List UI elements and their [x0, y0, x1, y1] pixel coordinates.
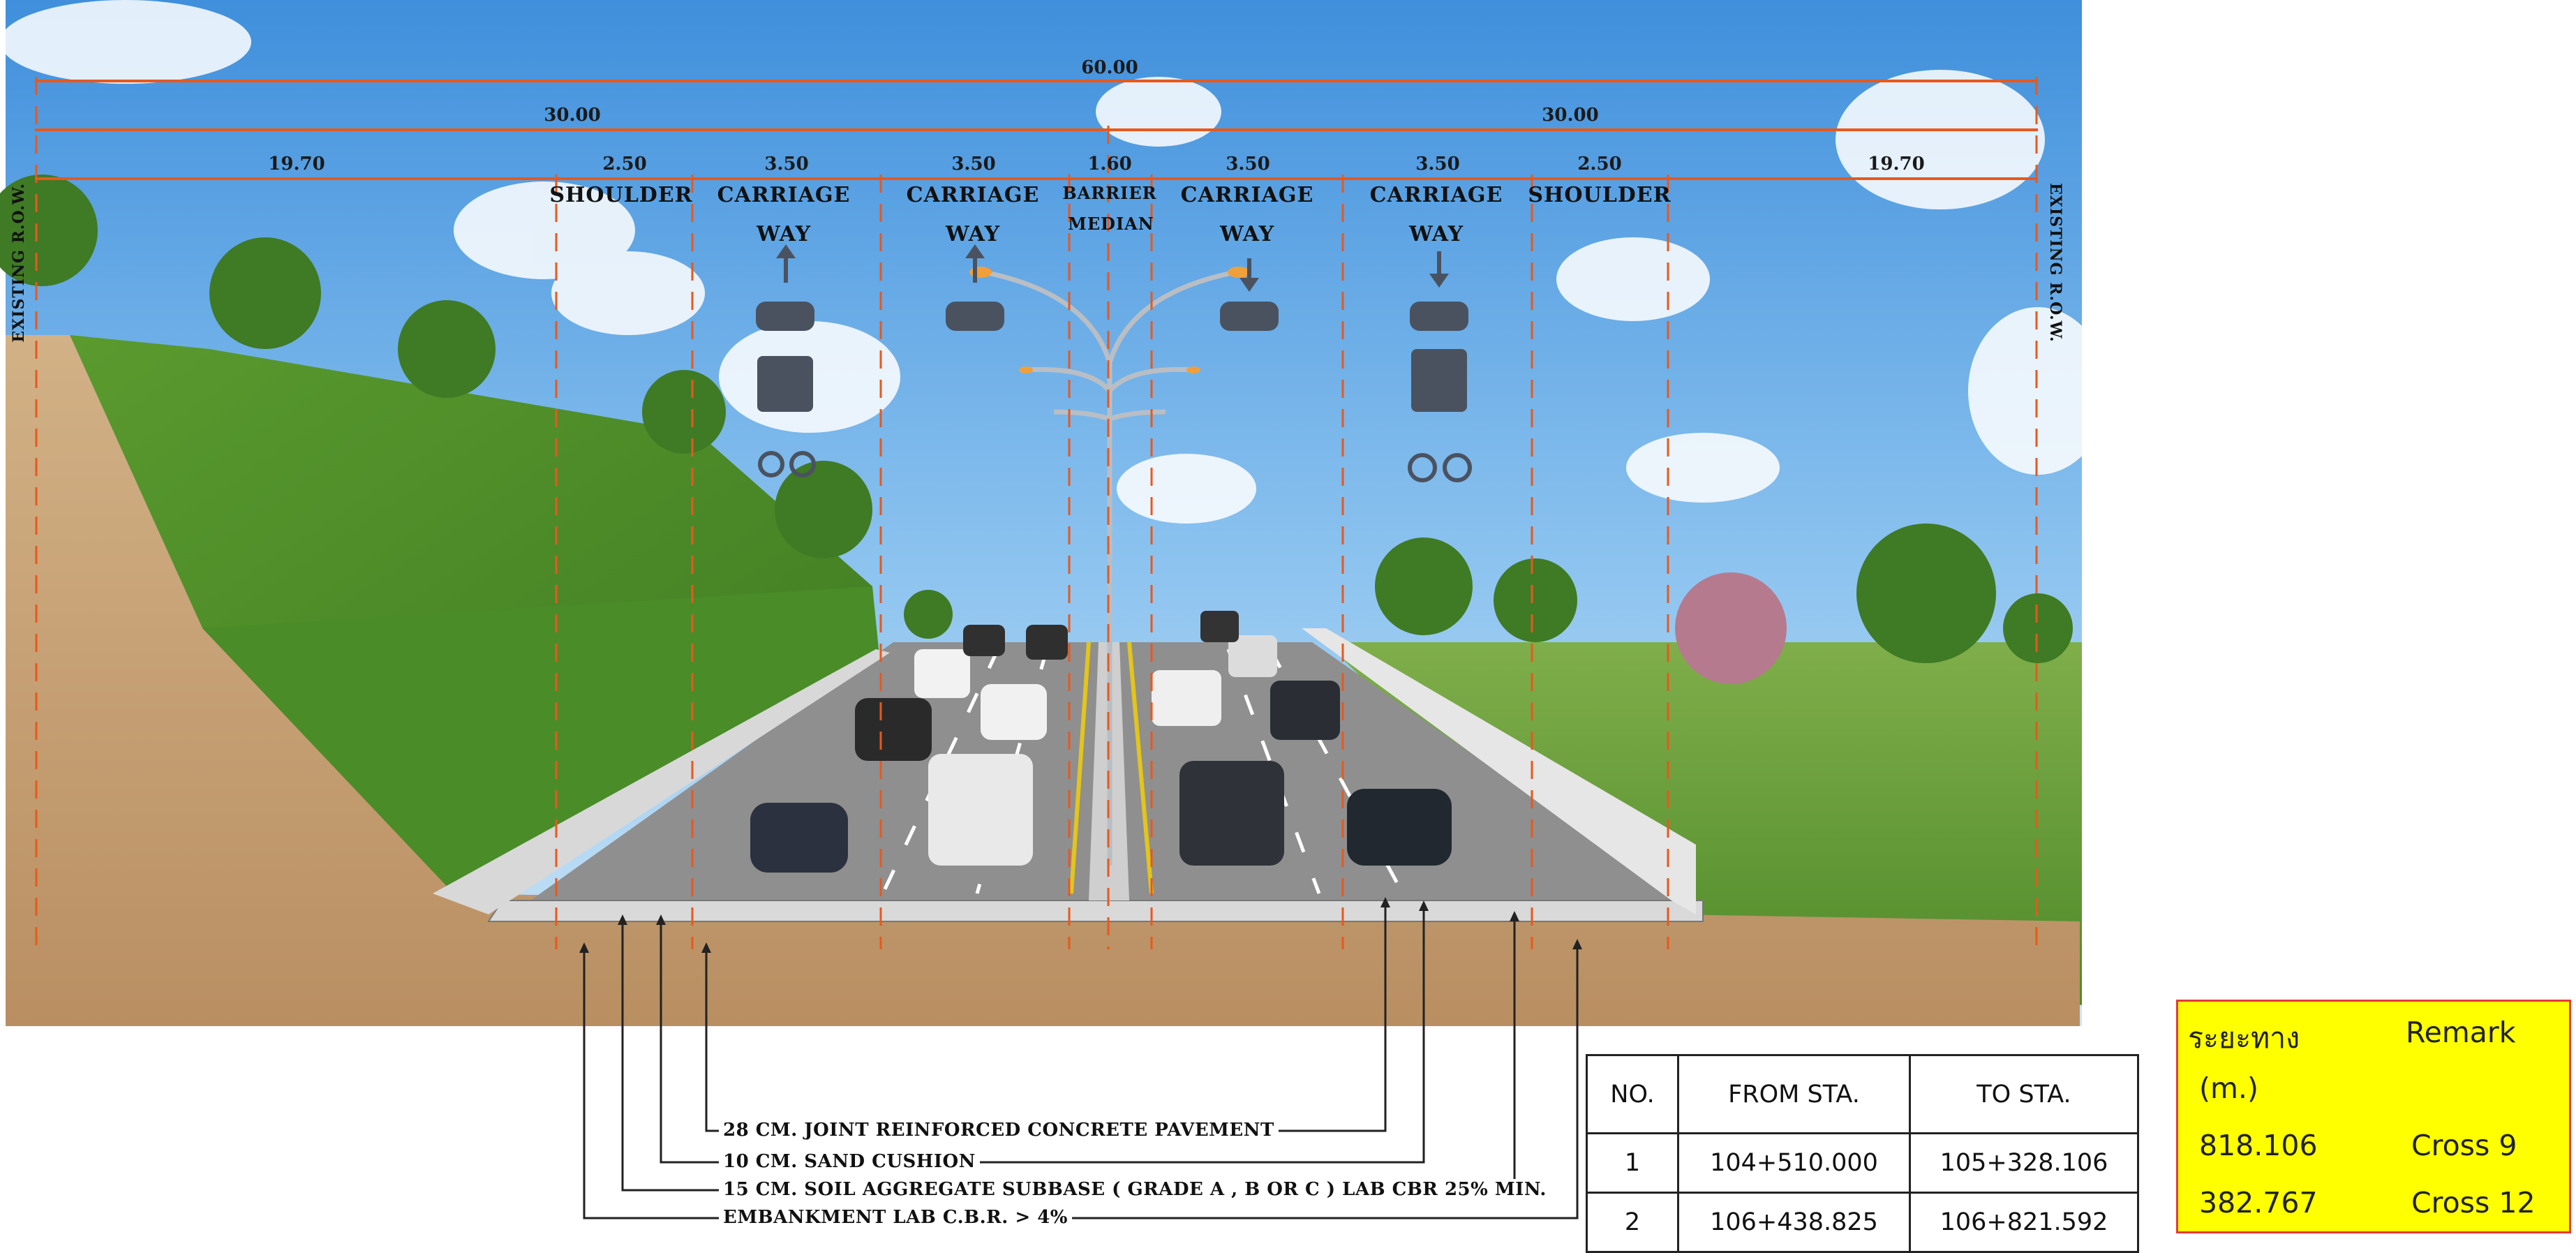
label-way-2: WAY: [946, 222, 1000, 246]
remark-unit: (m.): [2199, 1072, 2258, 1105]
label-shoulder-right: SHOULDER: [1528, 183, 1672, 207]
road-vehicles: [750, 611, 1452, 873]
left-slope: [70, 335, 872, 880]
dim-seg-9: 19.70: [1868, 154, 1925, 175]
table-cell-from: 106+438.825: [1677, 1192, 1911, 1253]
table-cell-to: 105+328.106: [1909, 1132, 2139, 1194]
label-carriage-1: CARRIAGE: [717, 183, 851, 207]
remark-note-1: Cross 9: [2411, 1129, 2517, 1162]
table-header-no: NO.: [1586, 1054, 1679, 1134]
label-way-3: WAY: [1220, 222, 1274, 246]
label-way-1: WAY: [757, 222, 811, 246]
dim-seg-3: 3.50: [764, 154, 809, 175]
label-way-4: WAY: [1409, 222, 1464, 246]
layer-label-concrete: 28 CM. JOINT REINFORCED CONCRETE PAVEMEN…: [719, 1120, 1279, 1141]
label-carriage-2: CARRIAGE: [906, 183, 1040, 207]
table-cell-to: 106+821.592: [1909, 1192, 2139, 1253]
table-header-from: FROM STA.: [1677, 1054, 1911, 1134]
dimension-lines: [35, 80, 2038, 180]
table-cell-no: 2: [1586, 1192, 1679, 1253]
dim-seg-5: 1.60: [1087, 154, 1132, 175]
label-row-right: EXISTING R.O.W.: [2046, 183, 2064, 343]
label-shoulder-left: SHOULDER: [549, 183, 693, 207]
label-row-left: EXISTING R.O.W.: [10, 183, 28, 343]
dim-seg-7: 3.50: [1415, 154, 1460, 175]
dim-seg-6: 3.50: [1226, 154, 1270, 175]
remark-box: ระยะทาง Remark (m.) 818.106 Cross 9 382.…: [2176, 1000, 2571, 1233]
table-header-to: TO STA.: [1909, 1054, 2139, 1134]
station-table: NO. FROM STA. TO STA. 1 104+510.000 105+…: [1586, 1054, 2139, 1253]
dimension-extensions: [35, 77, 2038, 949]
label-median: MEDIAN: [1068, 214, 1154, 234]
table-cell-no: 1: [1586, 1132, 1679, 1194]
layer-label-subbase: 15 CM. SOIL AGGREGATE SUBBASE ( GRADE A …: [719, 1179, 1551, 1200]
trees: [0, 175, 2073, 684]
table-cell-from: 104+510.000: [1677, 1132, 1911, 1194]
right-wall: [1302, 628, 1696, 914]
remark-header: Remark: [2406, 1016, 2516, 1049]
embankment-soil: [6, 335, 2080, 1026]
right-field: [1326, 642, 2082, 1005]
layer-label-sand: 10 CM. SAND CUSHION: [719, 1151, 980, 1172]
remark-distance-1: 818.106: [2199, 1129, 2318, 1162]
dim-half-right: 30.00: [1542, 105, 1599, 126]
dim-seg-4: 3.50: [951, 154, 996, 175]
label-carriage-3: CARRIAGE: [1180, 183, 1314, 207]
lane-icons: [756, 244, 1472, 482]
dim-half-left: 30.00: [544, 105, 601, 126]
layer-label-embankment: EMBANKMENT LAB C.B.R. > 4%: [719, 1207, 1073, 1228]
table-row: 1 104+510.000 105+328.106: [1586, 1132, 2139, 1194]
remark-note-2: Cross 12: [2411, 1186, 2536, 1219]
dim-seg-2: 2.50: [602, 154, 647, 175]
dim-total: 60.00: [1081, 57, 1138, 78]
remark-distance-header: ระยะทาง: [2188, 1021, 2300, 1055]
label-carriage-4: CARRIAGE: [1369, 183, 1503, 207]
dim-seg-1: 19.70: [268, 154, 325, 175]
table-row: 2 106+438.825 106+821.592: [1586, 1192, 2139, 1253]
dim-seg-8: 2.50: [1577, 154, 1622, 175]
pavement-slab: [487, 900, 1704, 922]
remark-distance-2: 382.767: [2199, 1186, 2318, 1219]
label-barrier: BARRIER: [1062, 183, 1157, 203]
left-curb-wall: [433, 649, 890, 914]
table-header-row: NO. FROM STA. TO STA.: [1586, 1054, 2139, 1134]
